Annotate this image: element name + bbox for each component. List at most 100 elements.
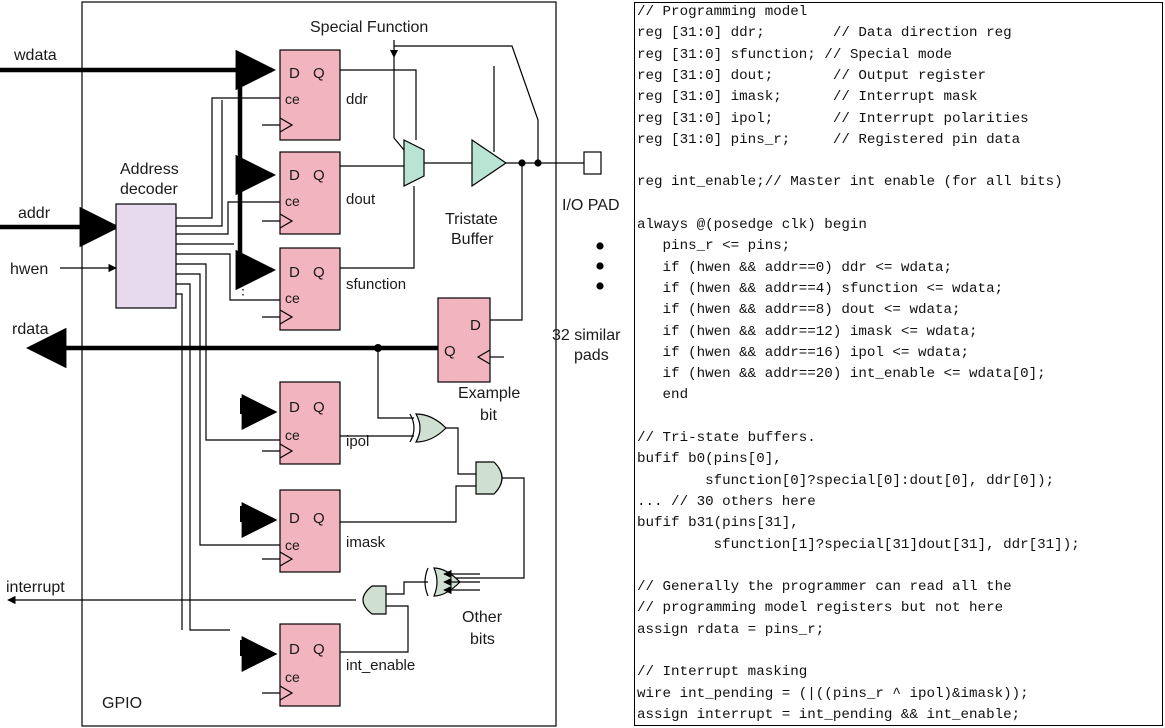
pads-ellipsis xyxy=(596,242,604,290)
code-line: if (hwen && addr==16) ipol <= wdata; xyxy=(637,344,970,361)
tristate-buffer xyxy=(471,138,508,188)
register-imask: D Q ce imask xyxy=(262,489,386,573)
io-pad-label: I/O PAD xyxy=(562,197,620,214)
decoder-enable-lines xyxy=(176,97,280,631)
svg-text:D: D xyxy=(289,399,300,416)
svg-text:Q: Q xyxy=(313,641,325,658)
svg-text:Q: Q xyxy=(313,264,325,281)
lower-register-inputs xyxy=(240,394,278,672)
code-line: // Generally the programmer can read all… xyxy=(637,579,1012,596)
gpio-boundary xyxy=(81,1,557,727)
code-line: reg [31:0] pins_r; // Registered pin dat… xyxy=(637,131,1021,148)
svg-text:D: D xyxy=(289,167,300,184)
output-mux xyxy=(403,139,425,187)
code-line: reg int_enable;// Master int enable (for… xyxy=(637,174,1063,191)
code-line: // Programming model xyxy=(637,4,808,20)
wdata-bus xyxy=(0,49,277,291)
register-int-enable: D Q ce int_enable xyxy=(262,623,415,707)
code-line: if (hwen && addr==0) ddr <= wdata; xyxy=(637,259,953,276)
svg-text:D: D xyxy=(289,510,300,527)
code-line: // Interrupt masking xyxy=(637,664,808,681)
interrupt-label: interrupt xyxy=(6,579,65,596)
register-ipol-label: ipol xyxy=(346,433,369,450)
svg-text:ce: ce xyxy=(285,427,300,443)
special-function-label: Special Function xyxy=(310,19,428,36)
svg-text:D: D xyxy=(470,317,481,334)
svg-text:D: D xyxy=(289,264,300,281)
example-bit-label-1: Example xyxy=(458,385,520,402)
svg-text:Q: Q xyxy=(313,510,325,527)
register-ddr-label: ddr xyxy=(346,91,368,108)
code-line: if (hwen && addr==20) int_enable <= wdat… xyxy=(637,366,1046,383)
svg-text:Q: Q xyxy=(313,399,325,416)
register-dout: D Q ce dout xyxy=(262,151,376,235)
register-sfunction-label: sfunction xyxy=(346,276,406,293)
svg-text:Q: Q xyxy=(313,65,325,82)
address-decoder xyxy=(115,203,177,309)
code-line: // Tri-state buffers. xyxy=(637,430,816,446)
other-bits-label-2: bits xyxy=(470,631,495,648)
code-line: if (hwen && addr==4) sfunction <= wdata; xyxy=(637,280,1004,297)
verilog-code-panel: // Programming model reg [31:0] ddr; // D… xyxy=(634,2,1163,726)
svg-text:D: D xyxy=(289,641,300,658)
svg-text:ce: ce xyxy=(285,91,300,107)
register-dout-label: dout xyxy=(346,191,376,208)
code-line: bufif b31(pins[31], xyxy=(637,515,799,532)
interrupt-and-gate xyxy=(362,585,387,615)
svg-text:ce: ce xyxy=(285,537,300,553)
code-line: reg [31:0] ddr; // Data direction reg xyxy=(637,25,1012,42)
rdata-label: rdata xyxy=(12,321,49,338)
interrupt-wires xyxy=(7,581,428,653)
io-pad xyxy=(583,151,602,175)
code-line: pins_r <= pins; xyxy=(637,238,791,255)
register-output-wires xyxy=(340,69,417,269)
register-sfunction: D Q ce sfunction xyxy=(262,247,406,331)
other-bits-inputs xyxy=(443,569,480,595)
code-line: if (hwen && addr==8) dout <= wdata; xyxy=(637,302,961,319)
svg-text:ce: ce xyxy=(285,290,300,306)
code-line: reg [31:0] sfunction; // Special mode xyxy=(637,46,953,63)
other-bits-label-1: Other xyxy=(462,609,503,626)
wdata-label: wdata xyxy=(13,47,57,64)
code-line: reg [31:0] ipol; // Interrupt polarities xyxy=(637,110,1029,127)
code-line: // programming model registers but not h… xyxy=(637,600,1004,617)
svg-text:ce: ce xyxy=(285,669,300,685)
tristate-label-1: Tristate xyxy=(445,211,498,228)
and-wires xyxy=(340,477,525,579)
tristate-label-2: Buffer xyxy=(451,231,494,248)
svg-text:Q: Q xyxy=(313,167,325,184)
code-line: sfunction[1]?special[31]dout[31], ddr[31… xyxy=(637,536,1080,553)
register-ddr: D Q ce ddr xyxy=(262,49,368,141)
hwen-label: hwen xyxy=(10,261,48,278)
code-line: end xyxy=(637,387,689,404)
address-decoder-label-1: Address xyxy=(120,161,179,178)
code-line: wire int_pending = (|((pins_r ^ ipol)&im… xyxy=(637,685,1029,702)
address-decoder-label-2: decoder xyxy=(120,181,178,198)
register-imask-label: imask xyxy=(346,534,386,551)
svg-text:ce: ce xyxy=(285,193,300,209)
pad-wiring xyxy=(394,45,584,321)
code-line: sfunction[0]?special[0]:dout[0], ddr[0])… xyxy=(637,472,1055,489)
similar-pads-label-1: 32 similar xyxy=(552,327,621,344)
code-line: assign interrupt = int_pending && int_en… xyxy=(637,706,1021,723)
xor-gate-example xyxy=(409,413,447,443)
xor-wires xyxy=(340,348,476,475)
code-line: if (hwen && addr==12) imask <= wdata; xyxy=(637,323,978,340)
bus-continuation-dots: ⋮ xyxy=(236,281,250,297)
code-line: ... // 30 others here xyxy=(637,493,816,510)
register-ipol: D Q ce ipol xyxy=(262,381,369,465)
register-pins-r: D Q xyxy=(437,297,504,383)
addr-label: addr xyxy=(18,205,51,222)
example-bit-label-2: bit xyxy=(480,407,497,424)
similar-pads-label-2: pads xyxy=(574,347,609,364)
code-line: always @(posedge clk) begin xyxy=(637,217,867,233)
code-line: assign rdata = pins_r; xyxy=(637,621,825,638)
and-gate-example xyxy=(475,461,503,495)
gpio-block-diagram: GPIO wdata addr hwen rdata interrupt ⋮ A… xyxy=(0,1,621,727)
code-line: reg [31:0] dout; // Output register xyxy=(637,67,987,84)
register-int-enable-label: int_enable xyxy=(346,657,415,674)
svg-text:Q: Q xyxy=(444,343,456,360)
code-line: bufif b0(pins[0], xyxy=(637,451,782,468)
code-line: reg [31:0] imask; // Interrupt mask xyxy=(637,89,978,106)
